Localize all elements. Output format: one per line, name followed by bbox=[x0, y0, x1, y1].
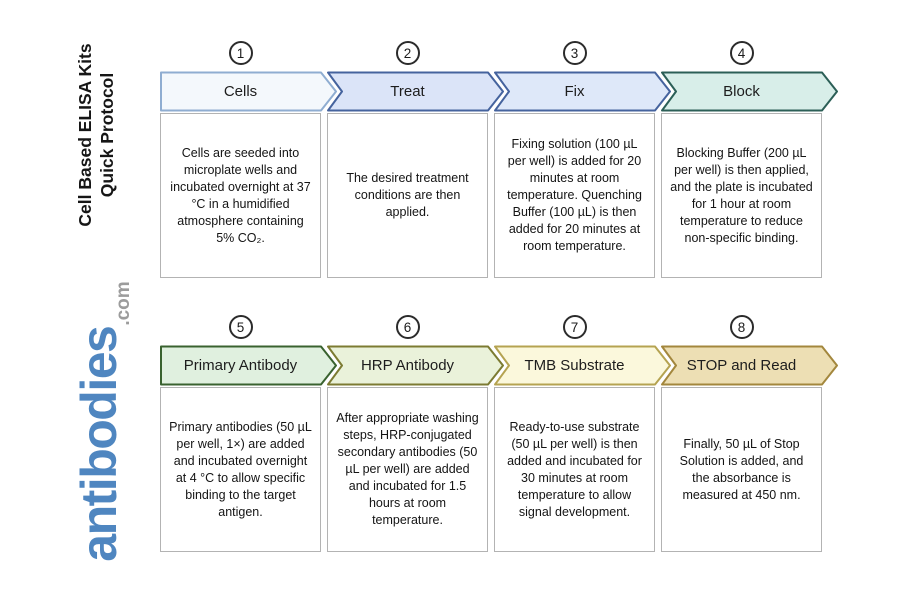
step-4-number: 4 bbox=[737, 45, 746, 61]
step-1-description: Cells are seeded into microplate wells a… bbox=[170, 145, 311, 245]
step-5-label: Primary Antibody bbox=[183, 357, 298, 374]
step-2-number-badge: 2 bbox=[395, 41, 420, 65]
step-1: 1 Cells Cells are seeded into microplate… bbox=[160, 38, 337, 288]
step-7: 7 TMB Substrate Ready-to-use substrate (… bbox=[494, 312, 671, 562]
step-3: 3 Fix Fixing solution (100 µL per well) … bbox=[494, 38, 671, 288]
step-6-number: 6 bbox=[403, 319, 412, 335]
step-5: 5 Primary Antibody Primary antibodies (5… bbox=[160, 312, 337, 562]
chevron-arrow-shape bbox=[160, 71, 337, 112]
step-8-number-badge: 8 bbox=[729, 315, 754, 339]
step-2-description: The desired treatment conditions are the… bbox=[346, 171, 469, 219]
step-3-number: 3 bbox=[570, 45, 579, 61]
step-3-arrow: Fix bbox=[494, 71, 672, 112]
step-4-description: Blocking Buffer (200 µL per well) is the… bbox=[670, 145, 813, 245]
step-6-number-badge: 6 bbox=[395, 315, 420, 339]
step-1-number-badge: 1 bbox=[228, 41, 253, 65]
step-1-label: Cells bbox=[223, 83, 258, 100]
step-3-description-box: Fixing solution (100 µL per well) is add… bbox=[494, 113, 655, 278]
step-6-description-box: After appropriate washing steps, HRP-con… bbox=[327, 387, 488, 552]
step-1-arrow: Cells bbox=[160, 71, 338, 112]
step-8-number: 8 bbox=[737, 319, 746, 335]
step-2-arrow: Treat bbox=[327, 71, 505, 112]
chevron-arrow-shape bbox=[661, 71, 838, 112]
step-7-number-badge: 7 bbox=[562, 315, 587, 339]
step-5-number: 5 bbox=[236, 319, 245, 335]
step-8-arrow: STOP and Read bbox=[661, 345, 839, 386]
step-7-label: TMB Substrate bbox=[524, 357, 625, 374]
step-2-label: Treat bbox=[390, 83, 425, 100]
chevron-arrow-shape bbox=[327, 71, 504, 112]
step-7-number: 7 bbox=[570, 319, 579, 335]
step-8: 8 STOP and Read Finally, 50 µL of Stop S… bbox=[661, 312, 838, 562]
protocol-row-1: 1 Cells Cells are seeded into microplate… bbox=[0, 38, 900, 288]
step-1-description-box: Cells are seeded into microplate wells a… bbox=[160, 113, 321, 278]
step-3-description: Fixing solution (100 µL per well) is add… bbox=[507, 137, 642, 253]
step-3-number-badge: 3 bbox=[562, 41, 587, 65]
step-6-label: HRP Antibody bbox=[360, 357, 455, 374]
step-6-arrow: HRP Antibody bbox=[327, 345, 505, 386]
step-8-description: Finally, 50 µL of Stop Solution is added… bbox=[679, 436, 804, 502]
chevron-arrow-shape bbox=[160, 345, 337, 386]
step-2: 2 Treat The desired treatment conditions… bbox=[327, 38, 504, 288]
step-7-description-box: Ready-to-use substrate (50 µL per well) … bbox=[494, 387, 655, 552]
step-4: 4 Block Blocking Buffer (200 µL per well… bbox=[661, 38, 838, 288]
step-3-label: Fix bbox=[564, 83, 585, 100]
step-1-number: 1 bbox=[236, 45, 245, 61]
step-4-label: Block bbox=[723, 83, 760, 100]
step-4-number-badge: 4 bbox=[729, 41, 754, 65]
step-7-description: Ready-to-use substrate (50 µL per well) … bbox=[507, 419, 642, 519]
step-2-number: 2 bbox=[403, 45, 412, 61]
step-4-arrow: Block bbox=[661, 71, 839, 112]
step-5-description-box: Primary antibodies (50 µL per well, 1×) … bbox=[160, 387, 321, 552]
step-6-description: After appropriate washing steps, HRP-con… bbox=[336, 411, 479, 527]
chevron-arrow-shape bbox=[494, 71, 671, 112]
chevron-arrow-shape bbox=[661, 345, 838, 386]
step-7-arrow: TMB Substrate bbox=[494, 345, 672, 386]
chevron-arrow-shape bbox=[327, 345, 504, 386]
step-5-number-badge: 5 bbox=[228, 315, 253, 339]
protocol-row-2: 5 Primary Antibody Primary antibodies (5… bbox=[0, 312, 900, 562]
step-5-description: Primary antibodies (50 µL per well, 1×) … bbox=[169, 419, 312, 519]
step-8-description-box: Finally, 50 µL of Stop Solution is added… bbox=[661, 387, 822, 552]
chevron-arrow-shape bbox=[494, 345, 671, 386]
step-2-description-box: The desired treatment conditions are the… bbox=[327, 113, 488, 278]
step-6: 6 HRP Antibody After appropriate washing… bbox=[327, 312, 504, 562]
step-5-arrow: Primary Antibody bbox=[160, 345, 338, 386]
step-4-description-box: Blocking Buffer (200 µL per well) is the… bbox=[661, 113, 822, 278]
step-8-label: STOP and Read bbox=[686, 357, 797, 374]
